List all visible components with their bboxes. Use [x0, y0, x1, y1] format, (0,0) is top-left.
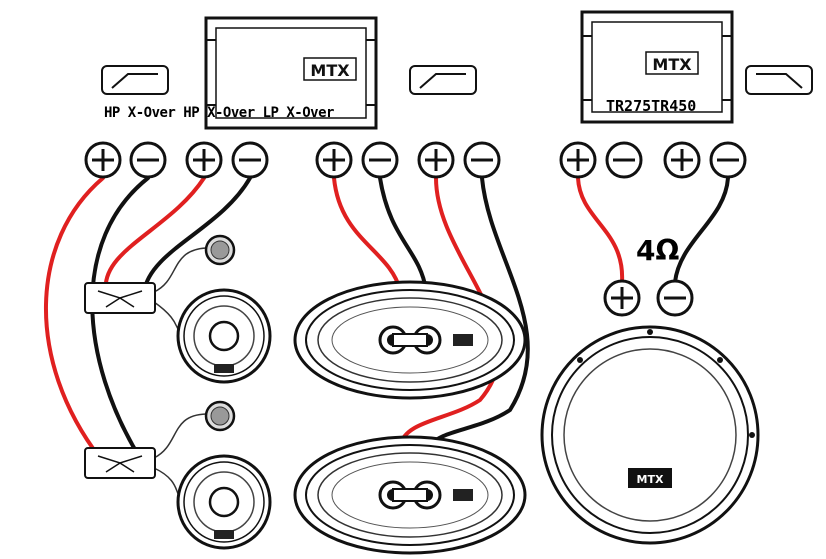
crossover-icon [84, 282, 156, 314]
woofer [176, 288, 272, 384]
coaxial-speaker-1 [293, 280, 527, 400]
amp-2-terminals [559, 141, 747, 179]
plus-terminal-icon [559, 141, 597, 179]
amp-logo-1: MTX [310, 61, 350, 80]
crossover-icon [84, 447, 156, 479]
plus-terminal-icon [603, 279, 641, 317]
plus-terminal-icon [185, 141, 223, 179]
subwoofer: MTX [540, 325, 760, 545]
plus-terminal-icon [417, 141, 455, 179]
minus-terminal-icon [709, 141, 747, 179]
amp-1-terminals [84, 141, 501, 179]
minus-terminal-icon [605, 141, 643, 179]
coaxial-speaker-2 [293, 435, 527, 555]
lowpass-filter-icon [745, 65, 813, 95]
plus-terminal-icon [84, 141, 122, 179]
component-set-1 [84, 234, 272, 384]
highpass-filter-icon [101, 65, 169, 95]
minus-terminal-icon [656, 279, 694, 317]
minus-terminal-icon [129, 141, 167, 179]
tweeter [204, 400, 236, 432]
minus-terminal-icon [231, 141, 269, 179]
amp-logo-2: MTX [652, 55, 692, 74]
amp-model-label: TR275TR450 [606, 97, 697, 115]
minus-terminal-icon [361, 141, 399, 179]
sub-badge: MTX [637, 473, 664, 486]
woofer [176, 454, 272, 550]
plus-terminal-icon [315, 141, 353, 179]
highpass-filter-icon [409, 65, 477, 95]
crossover-labels: HP X-Over HP X-Over LP X-Over [104, 105, 334, 121]
component-set-2 [84, 400, 272, 550]
tweeter [204, 234, 236, 266]
amplifier-1: MTX [204, 16, 378, 130]
plus-terminal-icon [663, 141, 701, 179]
impedance-label: 4Ω [636, 234, 680, 267]
minus-terminal-icon [463, 141, 501, 179]
amplifier-2: MTX [580, 10, 734, 124]
